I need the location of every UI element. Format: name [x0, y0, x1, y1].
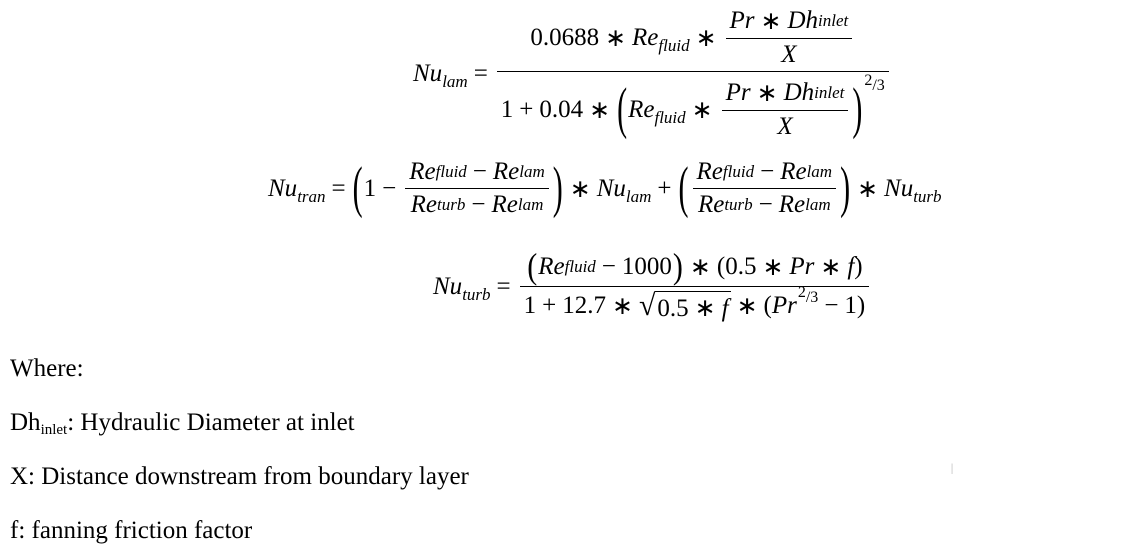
math-token: = — [496, 272, 511, 300]
math-token: Nutran — [268, 174, 326, 206]
paren: ( — [352, 156, 363, 219]
paren: ) — [552, 156, 563, 219]
square-root: √ 0.5∗f — [638, 289, 731, 322]
text-cursor-icon: I — [950, 462, 955, 478]
definition-x: X: Distance downstream from boundary lay… — [10, 463, 469, 490]
math-token: Nuturb — [884, 174, 942, 206]
definition-dh: Dhinlet: Hydraulic Diameter at inlet — [10, 409, 355, 438]
paren: ( — [617, 77, 628, 140]
math-token: = — [473, 59, 488, 87]
math-token: + — [657, 174, 672, 202]
math-token: ∗ — [695, 24, 717, 52]
math-token: 1 — [500, 95, 514, 123]
exponent: 2/3 — [797, 284, 819, 306]
math-token: Refluid — [628, 95, 686, 127]
definition-f: f: fanning friction factor — [10, 517, 253, 544]
math-token: + — [519, 95, 534, 123]
math-token: ∗ — [569, 175, 591, 203]
math-token: 0.04 — [539, 95, 584, 123]
math-token: ∗ — [857, 175, 879, 203]
math-token: Nuturb — [433, 272, 491, 304]
paren: ) — [852, 77, 863, 140]
math-token: 0.0688 — [530, 23, 600, 51]
math-token: Nulam — [596, 174, 652, 206]
math-token: = — [331, 174, 346, 202]
math-token: ∗ — [589, 96, 611, 124]
math-token: Nulam — [413, 59, 468, 91]
exponent: 2/3 — [864, 71, 885, 94]
where-label: Where: — [10, 355, 84, 382]
paren: ( — [678, 156, 689, 219]
paren: ) — [840, 156, 851, 219]
math-token: ∗ — [605, 24, 627, 52]
math-token: − — [382, 174, 397, 202]
math-token: ∗ — [691, 96, 713, 124]
math-token: 1 — [363, 174, 377, 202]
math-token: Refluid — [632, 23, 690, 55]
